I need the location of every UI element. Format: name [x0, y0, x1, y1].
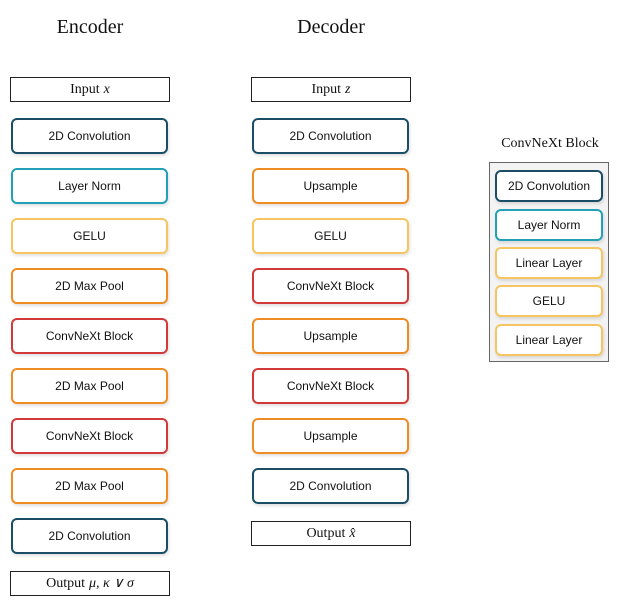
convnext-block-linear-2: Linear Layer — [495, 324, 603, 356]
decoder-output: Output x̂ — [251, 521, 411, 546]
convnext-block-linear-1: Linear Layer — [495, 247, 603, 279]
decoder-title: Decoder — [297, 16, 365, 38]
encoder-input-label: Input — [70, 81, 100, 97]
decoder-input-var: z — [345, 81, 351, 97]
decoder-input-label: Input — [311, 81, 342, 97]
decoder-block-upsample-3: Upsample — [252, 418, 409, 454]
decoder-block-conv-2: 2D Convolution — [252, 468, 409, 504]
decoder-input: Input z — [251, 77, 411, 102]
encoder-title: Encoder — [56, 16, 124, 38]
encoder-output: Output μ, κ ∨ σ — [10, 571, 170, 596]
decoder-block-conv-1: 2D Convolution — [252, 118, 409, 154]
decoder-output-var: x̂ — [349, 525, 356, 541]
encoder-block-convnext-1: ConvNeXt Block — [11, 318, 168, 354]
decoder-output-label: Output — [306, 525, 346, 541]
encoder-input: Input x — [10, 77, 170, 102]
decoder-block-upsample-2: Upsample — [252, 318, 409, 354]
convnext-block-layer-norm: Layer Norm — [495, 209, 603, 241]
encoder-input-var: x — [103, 81, 110, 97]
convnext-block-conv: 2D Convolution — [495, 170, 603, 202]
encoder-block-conv-1: 2D Convolution — [11, 118, 168, 154]
encoder-block-maxpool-3: 2D Max Pool — [11, 468, 168, 504]
decoder-block-convnext-1: ConvNeXt Block — [252, 268, 409, 304]
convnext-block-gelu: GELU — [495, 285, 603, 317]
encoder-block-layer-norm: Layer Norm — [11, 168, 168, 204]
encoder-block-conv-2: 2D Convolution — [11, 518, 168, 554]
encoder-block-gelu: GELU — [11, 218, 168, 254]
decoder-block-upsample-1: Upsample — [252, 168, 409, 204]
encoder-block-maxpool-2: 2D Max Pool — [11, 368, 168, 404]
encoder-block-convnext-2: ConvNeXt Block — [11, 418, 168, 454]
encoder-block-maxpool-1: 2D Max Pool — [11, 268, 168, 304]
convnext-title: ConvNeXt Block — [501, 136, 599, 151]
decoder-block-gelu: GELU — [252, 218, 409, 254]
encoder-output-var: μ, κ ∨ σ — [88, 576, 134, 591]
decoder-block-convnext-2: ConvNeXt Block — [252, 368, 409, 404]
encoder-output-label: Output — [46, 575, 85, 591]
